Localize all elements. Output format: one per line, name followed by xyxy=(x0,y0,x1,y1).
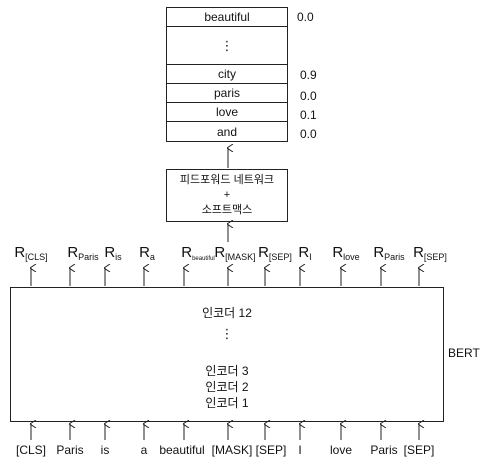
token-a: a xyxy=(140,443,148,457)
encoder-12-label: 인코더 12 xyxy=(202,306,252,320)
token-sep-1: [SEP] xyxy=(255,443,287,457)
prob-love: 0.1 xyxy=(300,108,317,122)
token-beautiful: beautiful xyxy=(159,443,205,457)
vocab-row-beautiful: beautiful xyxy=(167,8,287,27)
token-paris-2: Paris xyxy=(370,443,398,457)
token-cls: [CLS] xyxy=(15,443,47,457)
vocab-row-love: love xyxy=(167,103,287,122)
token-mask: [MASK] xyxy=(211,443,253,457)
token-i: I xyxy=(298,443,302,457)
feedforward-softmax-box: 피드포워드 네트워크 + 소프트맥스 xyxy=(166,169,288,222)
r-label-is: Ris xyxy=(104,244,122,262)
r-label-mask: R[MASK] xyxy=(214,244,256,262)
vocab-row-and: and xyxy=(216,124,238,139)
vocab-row-paris: paris xyxy=(167,84,287,103)
token-paris-1: Paris xyxy=(56,443,84,457)
encoder-2-label: 인코더 2 xyxy=(205,380,249,394)
r-label-paris-1: RParis xyxy=(67,244,99,262)
token-is: is xyxy=(100,443,110,457)
prob-beautiful: 0.0 xyxy=(297,10,314,24)
vocab-row-ellipsis: ⋮ xyxy=(167,27,287,65)
r-label-beautiful: Rbeautiful xyxy=(181,244,215,262)
r-label-sep-1: R[SEP] xyxy=(258,244,292,262)
bert-label: BERT xyxy=(448,346,480,360)
ff-line1: 피드포워드 네트워크 xyxy=(179,174,275,186)
encoder-3-label: 인코더 3 xyxy=(205,364,249,378)
vocab-table: beautiful ⋮ city paris love and xyxy=(166,7,288,142)
prob-paris: 0.0 xyxy=(300,89,317,103)
r-label-paris-2: RParis xyxy=(373,244,405,262)
ff-line2: + xyxy=(223,189,231,201)
r-label-a: Ra xyxy=(139,244,155,262)
encoder-1-label: 인코더 1 xyxy=(205,396,249,410)
token-sep-2: [SEP] xyxy=(403,443,435,457)
ff-line3: 소프트맥스 xyxy=(201,204,253,216)
prob-and: 0.0 xyxy=(300,127,317,141)
encoder-ellipsis: ⋮ xyxy=(220,326,234,341)
r-label-cls: R[CLS] xyxy=(14,244,48,262)
prob-city: 0.9 xyxy=(300,68,317,82)
r-label-sep-2: R[SEP] xyxy=(413,244,447,262)
vocab-row-city: city xyxy=(167,65,287,84)
token-love: love xyxy=(329,443,353,457)
r-label-i: RI xyxy=(298,244,312,262)
r-label-love: Rlove xyxy=(332,244,360,262)
